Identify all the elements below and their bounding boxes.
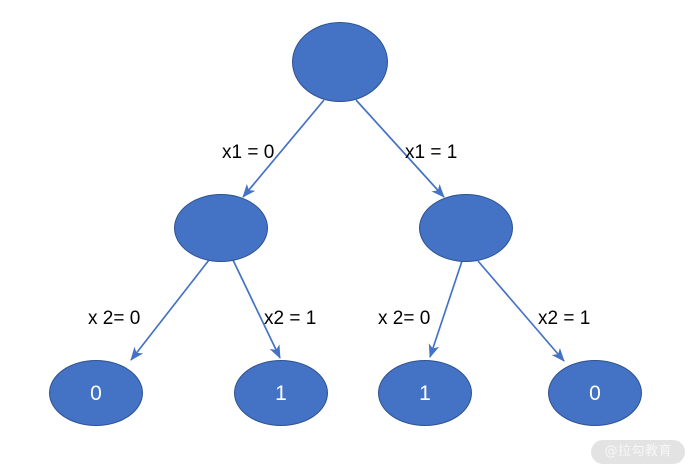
tree-node-label: 0	[589, 381, 601, 405]
edge-label-right-leaf2: x 2= 0	[378, 308, 431, 329]
tree-node-leaf3: 0	[548, 360, 642, 426]
watermark: @拉勾教育	[591, 440, 685, 464]
edge-label-left-leaf0: x 2= 0	[88, 308, 141, 329]
edge-root-right	[355, 99, 445, 198]
edge-left-leaf1	[232, 259, 281, 359]
edge-label-left-leaf1: x2 = 1	[264, 308, 317, 329]
tree-node-left	[174, 194, 268, 262]
tree-node-leaf1: 1	[234, 360, 328, 426]
edge-left-leaf0	[130, 259, 210, 361]
tree-node-leaf0: 0	[49, 360, 143, 426]
edge-label-root-right: x1 = 1	[405, 142, 458, 163]
edge-label-root-left: x1 = 0	[222, 142, 275, 163]
edge-right-leaf2	[428, 260, 463, 358]
edge-label-right-leaf3: x2 = 1	[538, 308, 591, 329]
edge-root-left	[242, 99, 325, 198]
tree-node-leaf2: 1	[378, 360, 472, 426]
edge-right-leaf3	[477, 260, 565, 362]
edge-lines	[130, 99, 565, 362]
tree-node-label: 0	[90, 381, 102, 405]
tree-node-label: 1	[419, 381, 431, 405]
tree-node-label: 1	[275, 381, 287, 405]
tree-node-right	[419, 194, 513, 262]
tree-node-root	[292, 22, 388, 102]
